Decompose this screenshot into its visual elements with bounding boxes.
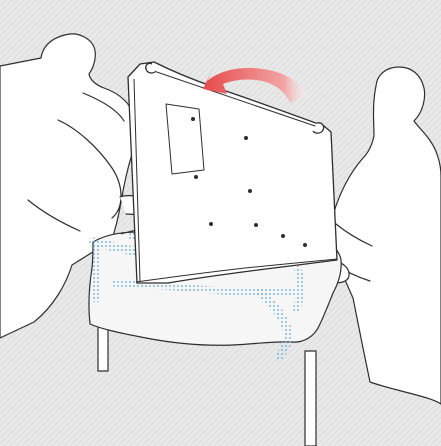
mount-hole [303, 243, 307, 247]
stand-leg-right [305, 351, 316, 446]
mount-hole [281, 234, 285, 238]
mount-hole [191, 117, 195, 121]
mount-hole [254, 223, 258, 227]
mount-hole [209, 222, 213, 226]
mount-hole [244, 136, 248, 140]
mount-hole [248, 189, 252, 193]
mount-hole [194, 175, 198, 179]
